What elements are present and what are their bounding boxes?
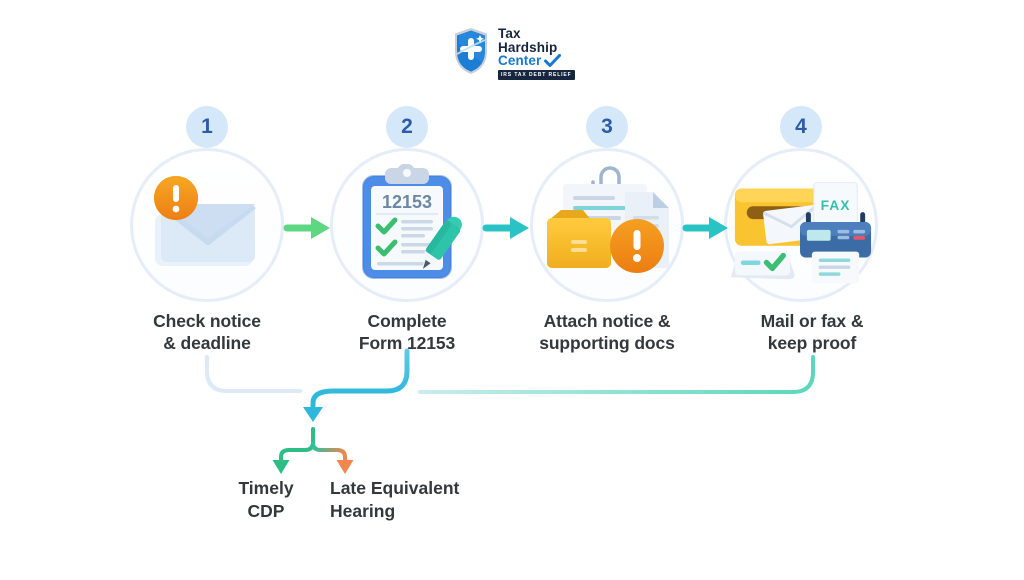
step-1-label: Check notice& deadline (153, 311, 261, 353)
step-3-label: Attach notice &supporting docs (539, 311, 675, 353)
step-3-number-badge: 3 (586, 106, 628, 148)
shield-icon (455, 28, 487, 74)
arrow-step3-to-step4 (682, 217, 728, 239)
pen-icon (422, 216, 462, 269)
merge-arrowhead (303, 407, 323, 422)
step-3-circle (530, 148, 684, 302)
mail-fax-icon: FAX (730, 182, 872, 284)
receipt-check-icon (730, 251, 795, 280)
step-4-label: Mail or fax &keep proof (760, 311, 864, 353)
brand-checkmark-icon (544, 54, 562, 68)
form-number-text: 12153 (382, 192, 432, 212)
step-1-number-badge: 1 (186, 106, 228, 148)
brand-word-hardship: Hardship (498, 39, 558, 55)
shield-sparkle (476, 35, 484, 43)
timely-arrowhead (272, 460, 290, 474)
brand-word-center: Center (498, 53, 542, 68)
branch-late-hearing (311, 441, 347, 463)
documents-folder-alert-icon (547, 166, 669, 273)
fax-paper-label: FAX (821, 197, 851, 213)
late-arrowhead (336, 460, 354, 474)
brand-logo: Tax Hardship Center IRS TAX DEBT RELIEF (452, 27, 575, 80)
branch-timely-cdp (279, 427, 315, 463)
brand-word-tax: Tax (498, 26, 521, 41)
connector-step2 (310, 348, 410, 409)
arrow-step1-to-step2 (283, 217, 330, 239)
step-1-circle (130, 148, 284, 302)
step-4-number-badge: 4 (780, 106, 822, 148)
connector-step4 (418, 355, 815, 394)
envelope-alert-icon (154, 176, 256, 266)
step-4-circle: FAX (724, 148, 878, 302)
connector-step1 (205, 355, 302, 393)
step-2-circle: 12153 (330, 148, 484, 302)
step-2-number-badge: 2 (386, 106, 428, 148)
brand-tagline: IRS TAX DEBT RELIEF (498, 69, 575, 80)
clipboard-form-icon: 12153 (362, 164, 462, 279)
arrow-step2-to-step3 (482, 217, 529, 239)
